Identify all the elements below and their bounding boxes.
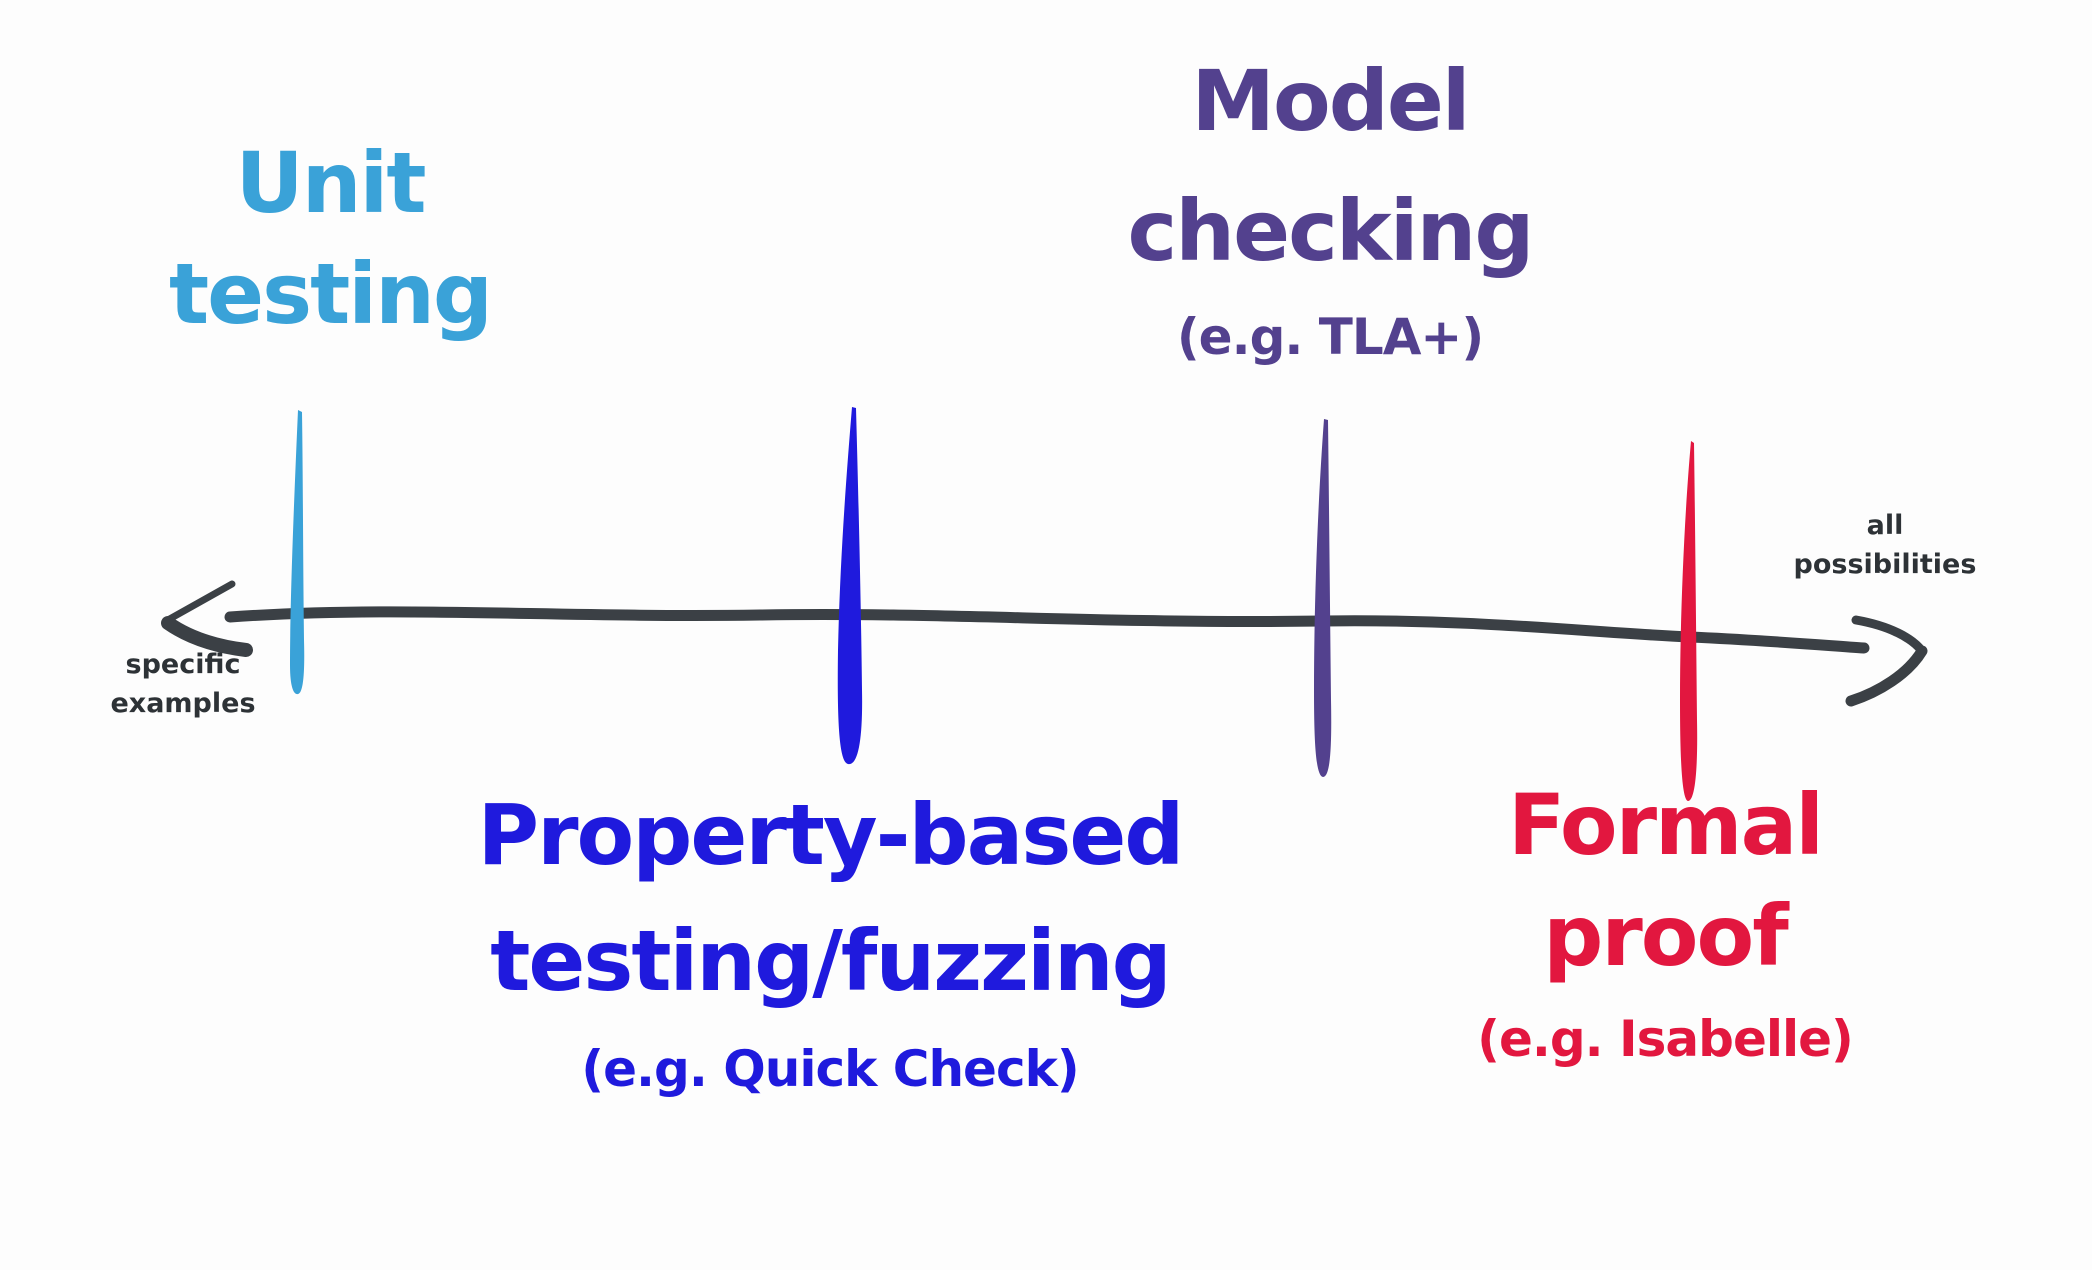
formal-proof-example: (e.g. Isabelle) (1477, 1009, 1854, 1068)
label-formal-proof: Formal proof (e.g. Isabelle) (1430, 770, 1900, 1068)
axis-label-all-possibilities: all possibilities (1775, 506, 1995, 584)
all-possibilities-line1: all (1866, 510, 1904, 541)
left-arrowhead-base (161, 616, 253, 657)
property-based-line2: testing/fuzzing (490, 912, 1172, 1010)
tick-model-checking (1314, 419, 1332, 777)
formal-proof-line2: proof (1543, 886, 1789, 985)
model-checking-line1: Model (1191, 52, 1470, 150)
right-arrowhead-base (1845, 645, 1928, 707)
axis-line (224, 606, 1870, 654)
tick-unit-testing (290, 410, 305, 695)
unit-testing-line2: testing (169, 244, 493, 343)
label-unit-testing: Unit testing (130, 128, 530, 350)
label-property-based-testing: Property-based testing/fuzzing (e.g. Qui… (430, 772, 1230, 1098)
axis-label-specific-examples: specific examples (83, 645, 283, 723)
unit-testing-line1: Unit (235, 134, 427, 232)
all-possibilities-line2: possibilities (1793, 549, 1977, 581)
specific-examples-line2: examples (110, 688, 256, 720)
tick-property-based-testing (837, 407, 863, 765)
property-based-example: (e.g. Quick Check) (581, 1040, 1079, 1098)
property-based-line1: Property-based (477, 786, 1185, 884)
model-checking-line2: checking (1127, 182, 1535, 281)
formal-proof-line1: Formal (1507, 776, 1824, 874)
model-checking-example: (e.g. TLA+) (1176, 308, 1484, 367)
specific-examples-line1: specific (125, 649, 241, 680)
tick-formal-proof (1680, 441, 1698, 801)
label-model-checking: Model checking (e.g. TLA+) (1085, 36, 1575, 366)
left-arrowhead-icon (162, 580, 236, 625)
